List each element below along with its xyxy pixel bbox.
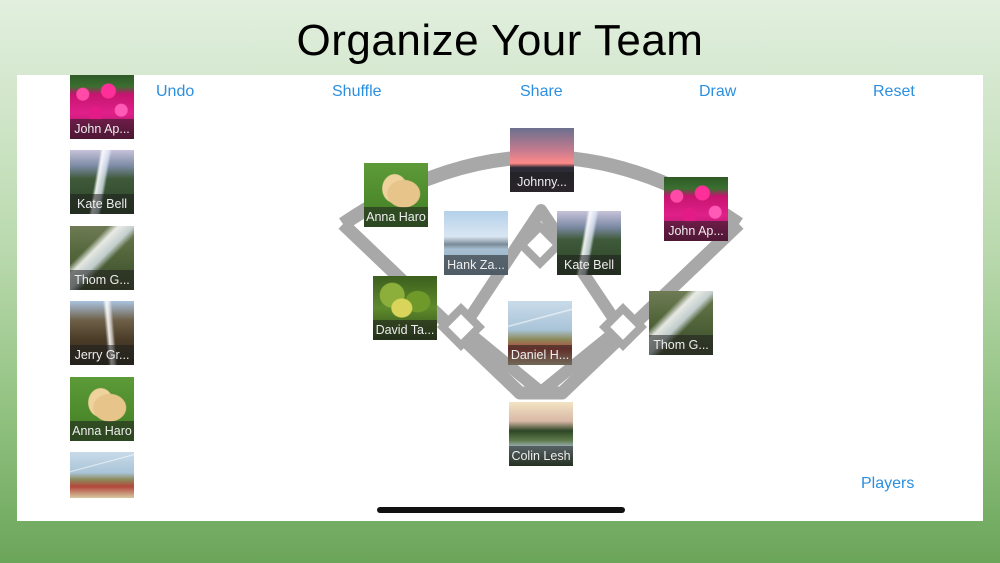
player-name: Daniel H... [508, 345, 572, 365]
baseball-field-diagram [338, 150, 744, 400]
field-position-second-base[interactable]: Kate Bell [557, 211, 621, 275]
player-name: Kate Bell [70, 194, 134, 214]
field-position-right[interactable]: John Ap... [664, 177, 728, 241]
player-name: Hank Za... [444, 255, 508, 275]
roster-tile[interactable]: Kate Bell [70, 150, 134, 214]
field-position-shortstop[interactable]: Hank Za... [444, 211, 508, 275]
roster-tile[interactable] [70, 452, 134, 498]
player-name: Kate Bell [557, 255, 621, 275]
page-title: Organize Your Team [296, 16, 704, 65]
field-position-pitcher[interactable]: Daniel H... [508, 301, 572, 365]
undo-button[interactable]: Undo [156, 83, 195, 100]
team-canvas: Undo Shuffle Share Draw Reset John Ap...… [17, 75, 983, 521]
player-name: John Ap... [664, 221, 728, 241]
player-name: Thom G... [70, 270, 134, 290]
roster-tile[interactable]: Jerry Gr... [70, 301, 134, 365]
field-position-left[interactable]: Anna Haro [364, 163, 428, 227]
roster-tile[interactable]: Anna Haro [70, 377, 134, 441]
share-button[interactable]: Share [520, 83, 563, 100]
player-name: Thom G... [649, 335, 713, 355]
player-name: John Ap... [70, 119, 134, 139]
players-button[interactable]: Players [861, 475, 915, 492]
player-name: Anna Haro [70, 421, 134, 441]
player-photo [70, 452, 134, 498]
field-position-center[interactable]: Johnny... [510, 128, 574, 192]
player-name: Anna Haro [364, 207, 428, 227]
field-position-third-base[interactable]: David Ta... [373, 276, 437, 340]
home-indicator [377, 507, 625, 513]
roster-tile[interactable]: John Ap... [70, 75, 134, 139]
draw-button[interactable]: Draw [699, 83, 737, 100]
field-position-catcher[interactable]: Colin Lesh [509, 402, 573, 466]
reset-button[interactable]: Reset [873, 83, 915, 100]
roster-tile[interactable]: Thom G... [70, 226, 134, 290]
player-name: David Ta... [373, 320, 437, 340]
field-position-first-base[interactable]: Thom G... [649, 291, 713, 355]
player-name: Jerry Gr... [70, 345, 134, 365]
player-name: Colin Lesh [509, 446, 573, 466]
player-name: Johnny... [510, 172, 574, 192]
shuffle-button[interactable]: Shuffle [332, 83, 382, 100]
